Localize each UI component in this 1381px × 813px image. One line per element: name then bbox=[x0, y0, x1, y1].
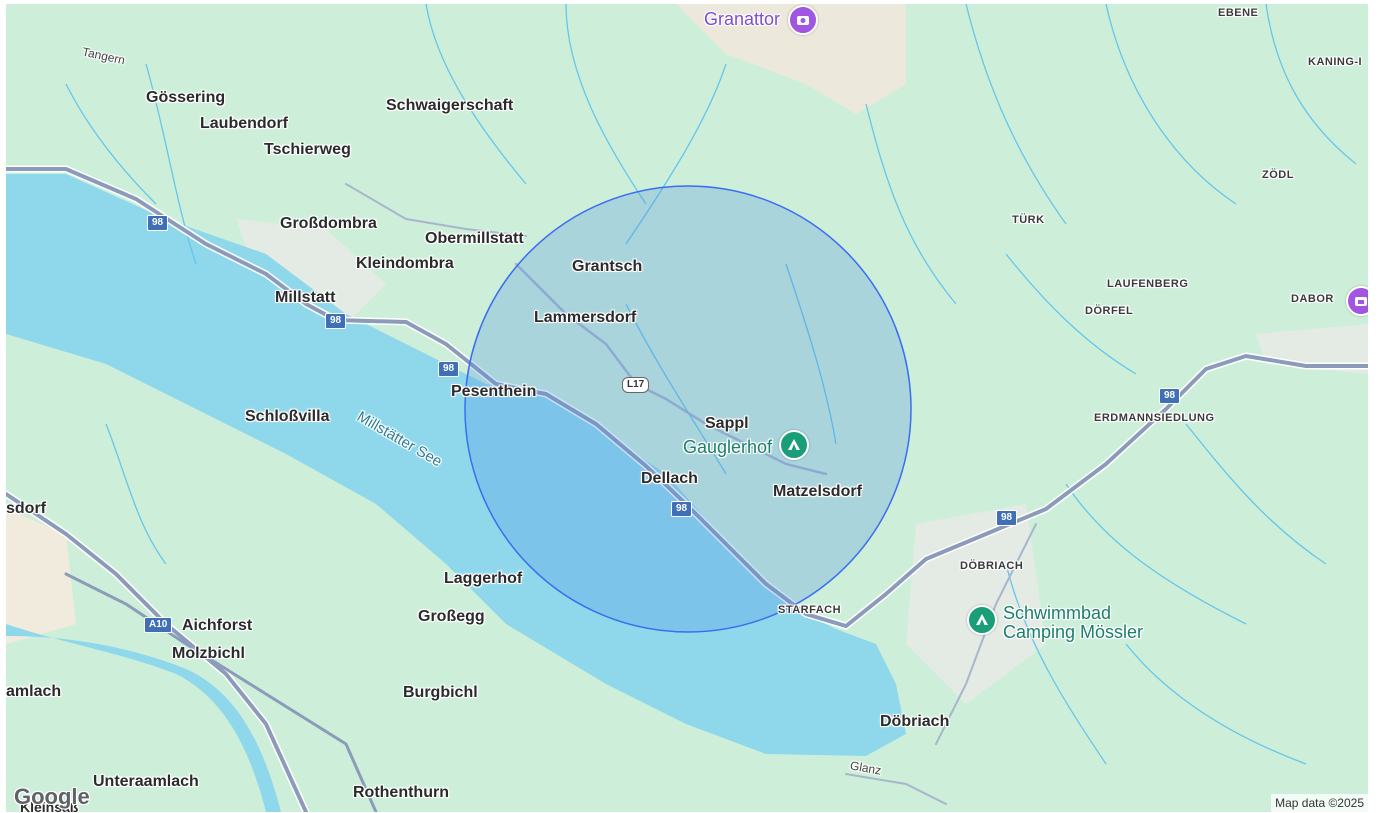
place-label-lammersdorf: Lammersdorf bbox=[534, 309, 637, 326]
museum-icon bbox=[797, 16, 809, 25]
place-label-laufenberg: LAUFENBERG bbox=[1107, 278, 1189, 290]
place-label-ebene: EBENE bbox=[1218, 7, 1259, 19]
poi-label-gauglerhof[interactable]: Gauglerhof bbox=[683, 437, 773, 457]
lake-millstaetter-see bbox=[6, 174, 906, 756]
place-label-laubendorf: Laubendorf bbox=[200, 115, 288, 132]
place-label-sappl: Sappl bbox=[705, 415, 749, 432]
poi-label-schwimmbad-2[interactable]: Camping Mössler bbox=[1003, 622, 1144, 642]
camping-pin-schwimmbad[interactable] bbox=[967, 605, 997, 635]
place-label-schwaigerschaft: Schwaigerschaft bbox=[386, 97, 514, 114]
radius-circle bbox=[464, 185, 912, 633]
museum-icon bbox=[1355, 297, 1367, 306]
place-label-burgbichl: Burgbichl bbox=[403, 684, 478, 701]
place-label-unteraamlach: Unteraamlach bbox=[93, 773, 199, 790]
urban-area-west bbox=[6, 509, 76, 644]
place-label-matzelsdorf: Matzelsdorf bbox=[773, 483, 862, 500]
place-label-doebriach: Döbriach bbox=[880, 713, 950, 730]
camping-icon bbox=[976, 614, 988, 625]
place-label-laggerhof: Laggerhof bbox=[444, 570, 523, 587]
place-label-tschierweg: Tschierweg bbox=[264, 141, 351, 158]
place-label-pesenthein: Pesenthein bbox=[451, 383, 537, 400]
museum-pin-granattor[interactable] bbox=[788, 5, 818, 35]
place-label-molzbichl: Molzbichl bbox=[172, 645, 245, 662]
place-label-sdorf: sdorf bbox=[6, 500, 46, 517]
camping-icon bbox=[788, 439, 800, 450]
place-label-zoedl: ZÖDL bbox=[1262, 169, 1294, 181]
streams bbox=[65, 4, 1357, 765]
place-label-dellach: Dellach bbox=[641, 470, 698, 487]
place-label-kleinsass: Kleinsaß bbox=[20, 799, 79, 812]
road-shield-98: 98 bbox=[671, 501, 693, 517]
road-shield-98: 98 bbox=[1159, 388, 1181, 404]
road-shield-98: 98 bbox=[438, 361, 460, 377]
road-shield-l17: L17 bbox=[622, 377, 650, 393]
river-drau bbox=[6, 624, 281, 812]
place-label-aichforst: Aichforst bbox=[182, 617, 253, 634]
place-label-grossdombra: Großdombra bbox=[280, 215, 377, 232]
road-shield-a10: A10 bbox=[144, 617, 173, 633]
map-canvas[interactable]: 98 98 98 98 98 98 L17 A10 Granattor EBEN… bbox=[6, 4, 1368, 812]
place-label-kleindombra: Kleindombra bbox=[356, 255, 454, 272]
place-label-doerfel: DÖRFEL bbox=[1085, 305, 1134, 317]
place-label-schlossvilla: Schloßvilla bbox=[245, 408, 330, 425]
map-attribution[interactable]: Map data ©2025 bbox=[1271, 794, 1368, 812]
road-shield-98: 98 bbox=[996, 510, 1018, 526]
map-base-layer bbox=[6, 4, 1368, 812]
place-label-erdmannsiedlung: ERDMANNSIEDLUNG bbox=[1094, 412, 1215, 424]
place-label-millstatt: Millstatt bbox=[275, 289, 336, 306]
poi-label-schwimmbad-1[interactable]: Schwimmbad bbox=[1003, 603, 1112, 623]
place-label-goessering: Gössering bbox=[146, 89, 226, 106]
place-label-dabor: DABOR bbox=[1291, 293, 1334, 305]
place-label-doebriach-small: DÖBRIACH bbox=[960, 560, 1024, 572]
camping-pin-gauglerhof[interactable] bbox=[779, 430, 809, 460]
urban-area-granattor bbox=[676, 4, 906, 114]
google-logo[interactable]: Google bbox=[14, 784, 90, 809]
poi-label-granattor[interactable]: Granattor bbox=[704, 9, 781, 29]
road-shield-98: 98 bbox=[147, 215, 169, 231]
place-label-grantsch: Grantsch bbox=[572, 258, 643, 275]
museum-pin-dabor[interactable] bbox=[1346, 286, 1368, 316]
place-label-tuerk: TÜRK bbox=[1012, 214, 1045, 226]
place-label-obermillstatt: Obermillstatt bbox=[425, 230, 524, 247]
place-label-starfach: STARFACH bbox=[778, 604, 842, 616]
place-label-rothenthurn: Rothenthurn bbox=[353, 784, 449, 801]
road-shield-98: 98 bbox=[325, 313, 347, 329]
place-label-amlach: amlach bbox=[6, 683, 62, 700]
place-label-kaning: KANING-I bbox=[1308, 56, 1363, 68]
place-label-grossegg: Großegg bbox=[418, 608, 485, 625]
